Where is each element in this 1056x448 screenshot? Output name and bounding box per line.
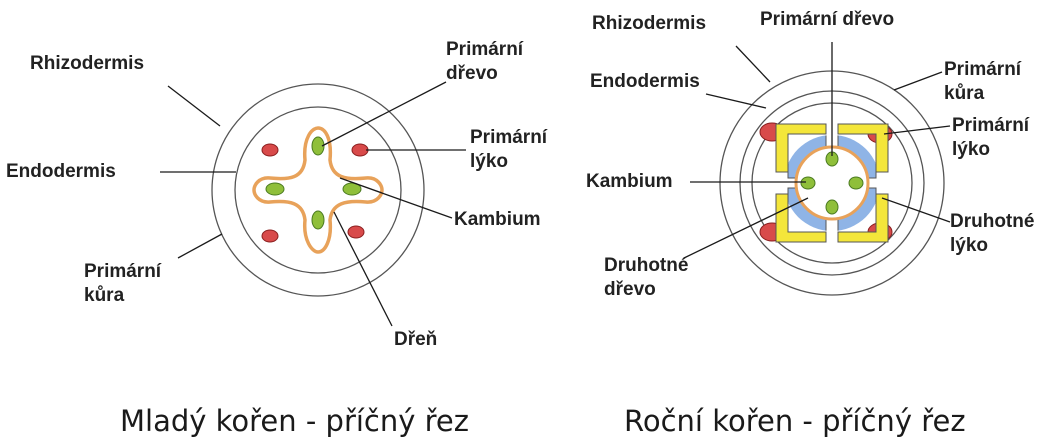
left-label-primarni-lyko-line1: Primární	[470, 126, 547, 150]
right-primary-xylem-right	[849, 177, 863, 189]
annual-root-cross-section	[684, 42, 950, 295]
left-primary-phloem-br	[348, 226, 364, 238]
left-label-rhizodermis: Rhizodermis	[30, 52, 144, 76]
right-label-druhotne-lyko-line2: lýko	[950, 234, 988, 258]
left-primary-phloem-tr	[352, 144, 368, 156]
right-label-primarni-lyko-line1: Primární	[952, 114, 1029, 138]
left-leader-lines	[160, 82, 466, 326]
right-primary-xylem-left	[801, 177, 815, 189]
left-primary-xylem-left	[266, 183, 284, 195]
left-label-primarni-drevo-line1: Primární	[446, 38, 523, 62]
right-label-endodermis: Endodermis	[590, 70, 700, 94]
left-caption: Mladý kořen - příčný řez	[120, 404, 469, 438]
left-label-primarni-lyko-line2: lýko	[470, 150, 508, 174]
left-label-dren: Dřeň	[394, 328, 437, 352]
right-label-primarni-kura-line1: Primární	[944, 58, 1021, 82]
right-label-primarni-kura-line2: kůra	[944, 82, 984, 106]
right-label-druhotne-drevo-line1: Druhotné	[604, 254, 688, 278]
right-caption: Roční kořen - příčný řez	[624, 404, 966, 438]
left-label-primarni-kura-line2: kůra	[84, 284, 124, 308]
left-primary-xylem-bottom	[312, 211, 324, 229]
right-label-primarni-lyko-line2: lýko	[952, 138, 990, 162]
left-label-primarni-kura-line1: Primární	[84, 260, 161, 284]
left-label-primarni-drevo-line2: dřevo	[446, 62, 498, 86]
right-label-primarni-drevo: Primární dřevo	[760, 8, 894, 32]
right-label-druhotne-drevo-line2: dřevo	[604, 278, 656, 302]
left-label-kambium: Kambium	[454, 208, 541, 232]
right-label-druhotne-lyko-line1: Druhotné	[950, 210, 1034, 234]
left-label-endodermis: Endodermis	[6, 160, 116, 184]
left-endodermis-circle	[235, 107, 401, 273]
left-primary-phloem-bl	[262, 230, 278, 242]
young-root-cross-section	[160, 82, 466, 326]
left-rhizodermis-circle	[212, 84, 424, 296]
right-label-kambium: Kambium	[586, 170, 673, 194]
right-label-rhizodermis: Rhizodermis	[592, 12, 706, 36]
right-primary-xylem-bottom	[826, 200, 838, 214]
left-primary-phloem-tl	[262, 144, 278, 156]
